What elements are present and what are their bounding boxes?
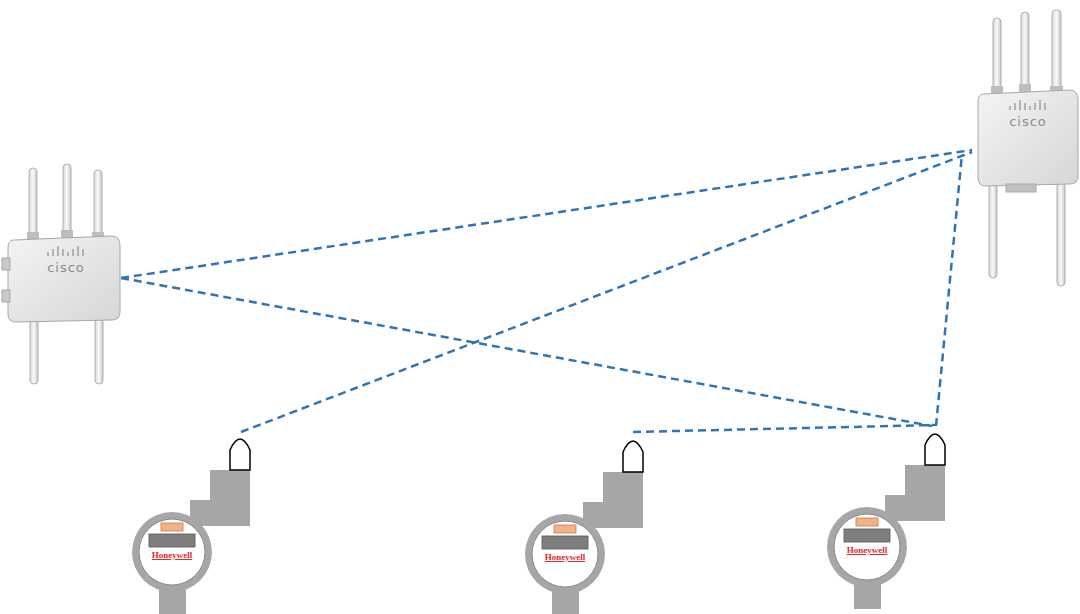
radio-links: [121, 150, 972, 432]
transmitter-body: [523, 432, 648, 614]
left-access-point: [2, 164, 120, 384]
wireless-transmitter: Honeywell: [825, 425, 950, 609]
wireless-transmitter: Honeywell: [523, 432, 648, 614]
brand-name: Honeywell: [847, 546, 888, 555]
transmitter-body: [130, 430, 255, 614]
transmitter-body: [825, 425, 950, 609]
wireless-transmitter: Honeywell: [130, 430, 255, 614]
right-access-point: [978, 10, 1078, 286]
brand-name: Honeywell: [545, 553, 586, 562]
logo-text: cisco: [1009, 115, 1047, 128]
radio-link: [633, 425, 935, 432]
logo-text: cisco: [47, 261, 85, 274]
brand-name: Honeywell: [152, 551, 193, 560]
